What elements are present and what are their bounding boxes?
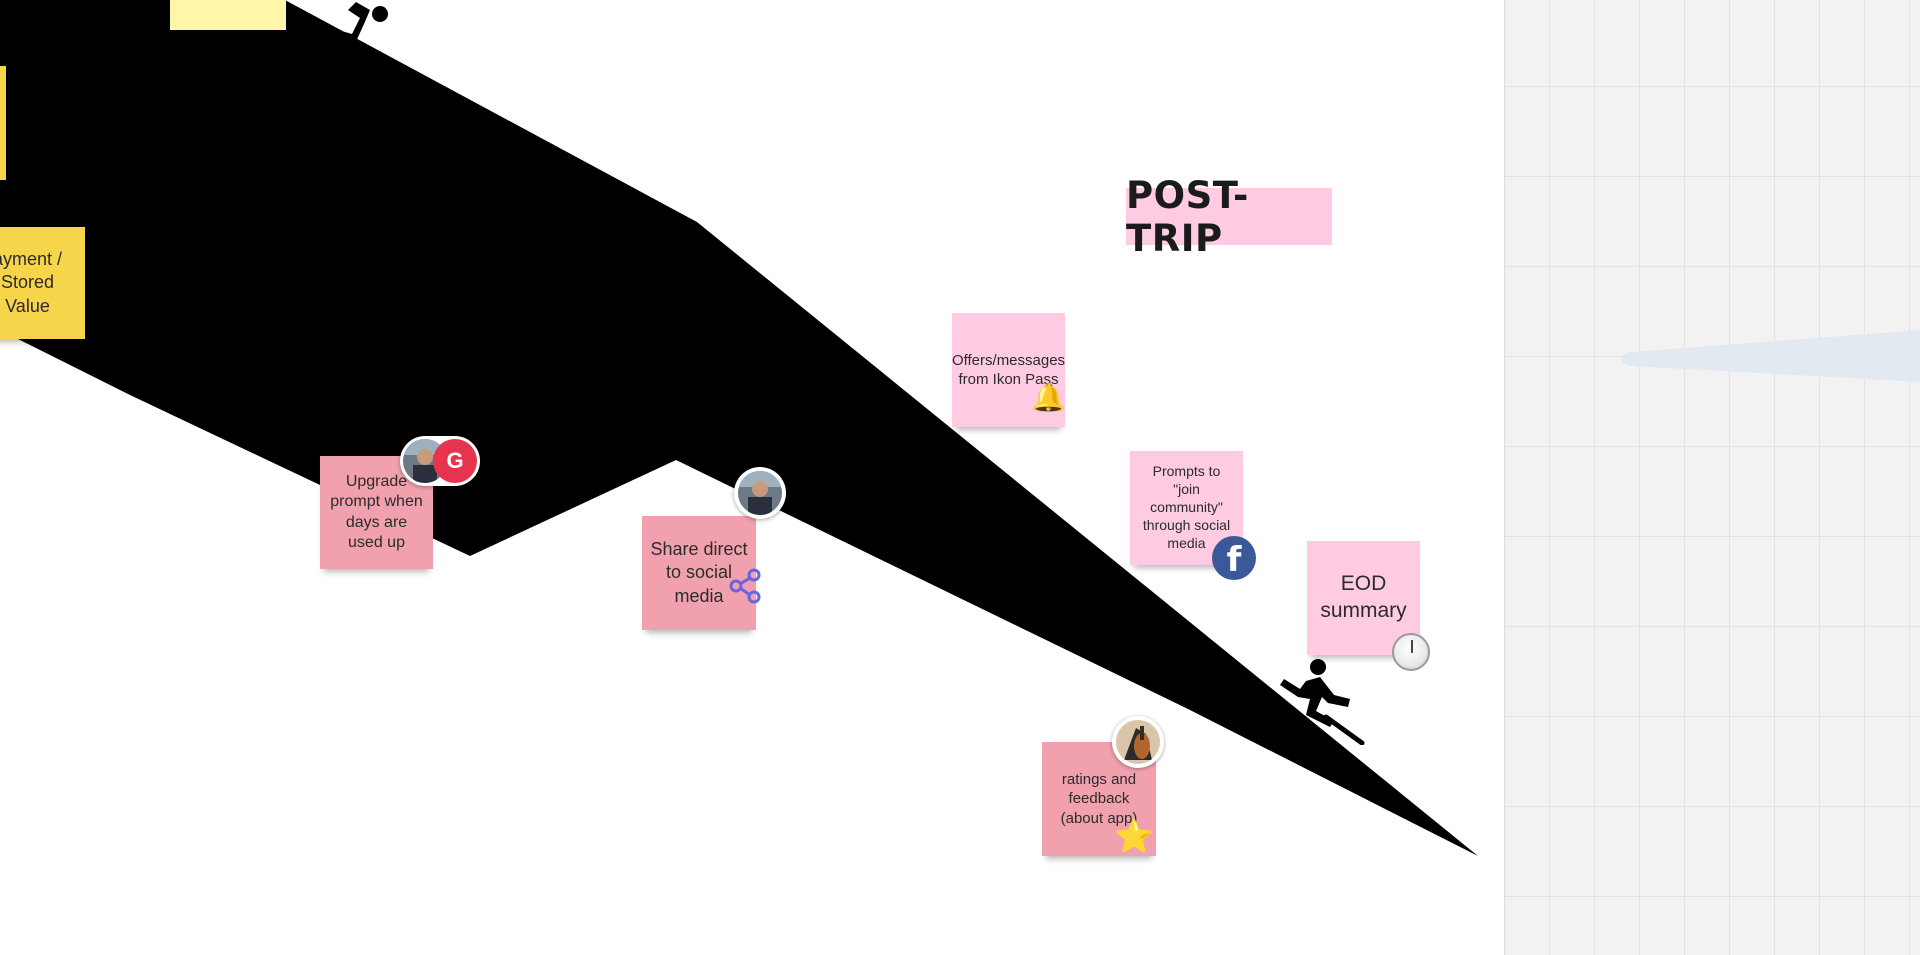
share-icon bbox=[729, 568, 761, 604]
section-heading-post-trip[interactable]: POST-TRIP bbox=[1126, 174, 1332, 260]
skier-icon bbox=[1280, 659, 1365, 745]
avatar[interactable] bbox=[738, 471, 782, 515]
avatar-initial: G bbox=[446, 448, 464, 473]
sticky-note-upgrade[interactable]: Upgrade prompt when days are used up bbox=[320, 456, 433, 569]
collaborator-avatar-share[interactable] bbox=[734, 467, 786, 519]
sticky-note-share[interactable]: Share direct to social media bbox=[642, 516, 756, 630]
avatar[interactable]: G bbox=[433, 439, 477, 483]
heading-text: POST-TRIP bbox=[1126, 173, 1249, 260]
partial-shape-right bbox=[1621, 330, 1920, 382]
skier-icon bbox=[311, 2, 388, 80]
sticky-note-prompts[interactable]: Prompts to "join community" through soci… bbox=[1130, 451, 1243, 565]
sticky-note-partial-left[interactable] bbox=[0, 66, 6, 180]
avatar[interactable] bbox=[1116, 720, 1160, 764]
sticky-note-text: ratings and feedback (about app) bbox=[1060, 771, 1138, 827]
sticky-note-offers[interactable]: Offers/messages from Ikon Pass bbox=[952, 313, 1065, 427]
collaborator-avatar-ratings[interactable] bbox=[1112, 716, 1164, 768]
collaborator-avatars-upgrade[interactable]: G bbox=[400, 436, 480, 486]
sticky-note-partial-top[interactable] bbox=[170, 0, 286, 30]
sticky-note-text: ayment / Stored Value bbox=[0, 249, 63, 316]
mountain-shape[interactable] bbox=[0, 0, 1504, 955]
facebook-icon: f bbox=[1212, 536, 1256, 580]
sticky-note-text: Upgrade prompt when days are used up bbox=[330, 472, 423, 551]
canvas-grid-area[interactable] bbox=[1504, 0, 1920, 955]
sticky-note-text: EOD summary bbox=[1320, 572, 1407, 622]
sticky-note-text: Prompts to "join community" through soci… bbox=[1142, 463, 1231, 551]
sticky-note-text: Share direct to social media bbox=[650, 539, 748, 606]
star-icon: ⭐ bbox=[1114, 818, 1154, 854]
sticky-note-payment[interactable]: ayment / Stored Value bbox=[0, 227, 85, 339]
clock-icon bbox=[1392, 633, 1430, 671]
whiteboard-canvas[interactable]: ayment / Stored Value POST-TRIP Offers/m… bbox=[0, 0, 1504, 955]
sticky-note-text: Offers/messages from Ikon Pass bbox=[951, 351, 1066, 388]
bell-icon: 🔔 bbox=[1031, 382, 1066, 413]
